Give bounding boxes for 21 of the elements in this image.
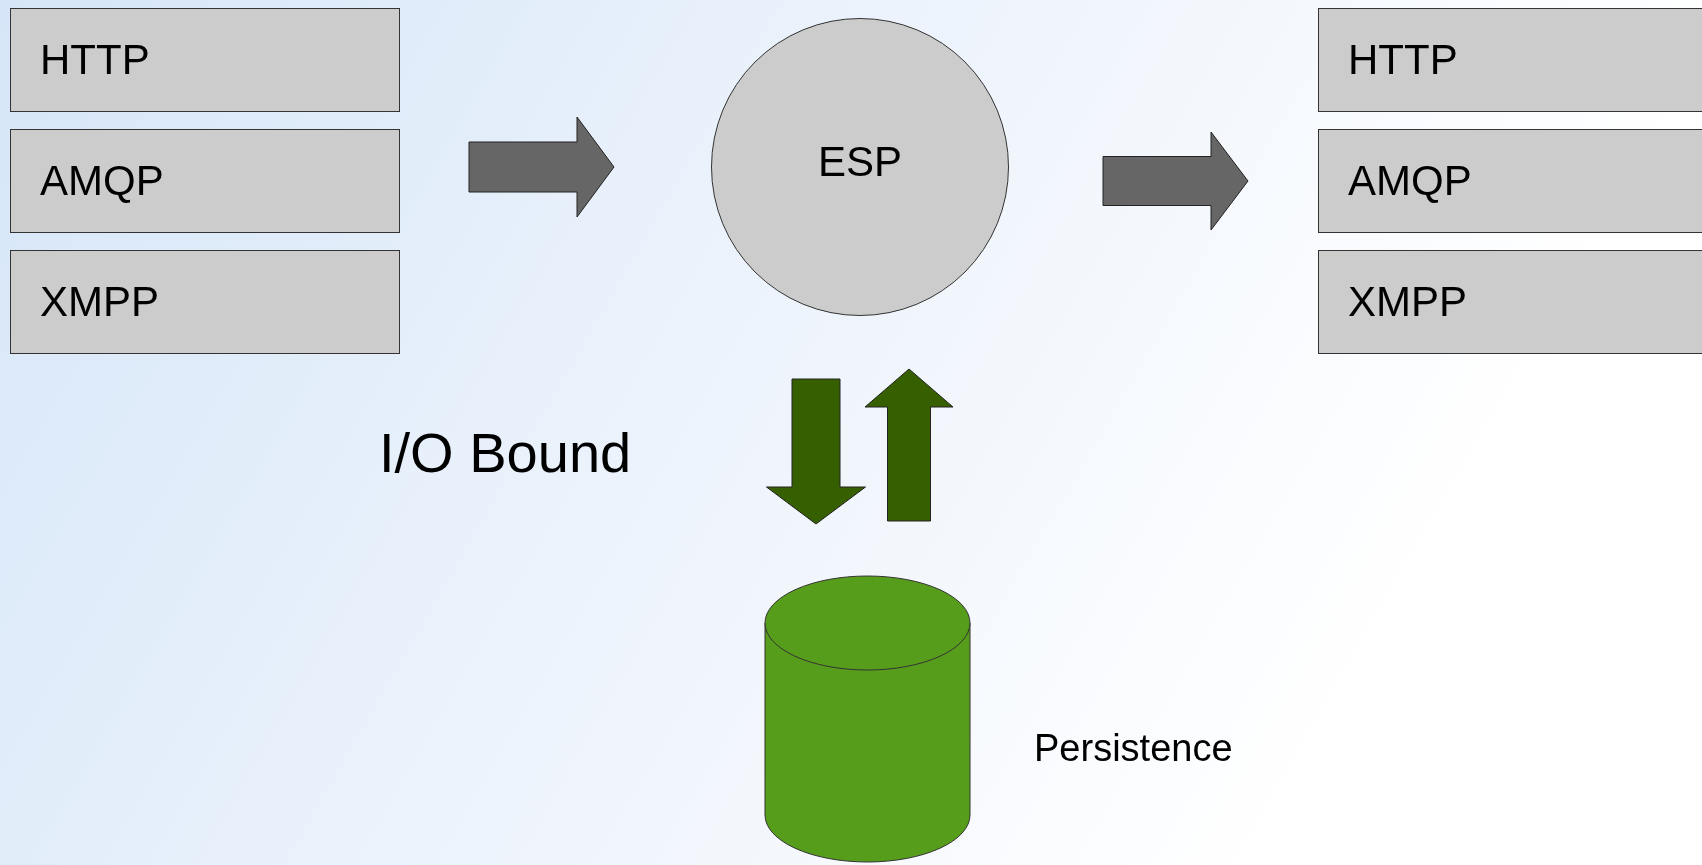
protocol-box [10, 8, 400, 112]
protocol-box [1318, 8, 1702, 112]
annotation-text: I/O Bound [379, 420, 632, 485]
node-label: HTTP [1348, 36, 1458, 84]
node-label: AMQP [40, 157, 164, 205]
protocol-box [10, 129, 400, 233]
node-label: XMPP [40, 278, 160, 326]
node-label: HTTP [40, 36, 150, 84]
database-cylinder [764, 575, 971, 863]
block-arrow [766, 378, 866, 525]
node-label: ESP [817, 138, 902, 187]
node-label: XMPP [1348, 278, 1468, 326]
processor-circle [711, 18, 1009, 316]
block-arrow [1102, 131, 1249, 231]
protocol-box [1318, 250, 1702, 354]
block-arrow [468, 116, 615, 218]
node-label: AMQP [1348, 157, 1472, 205]
protocol-box [1318, 129, 1702, 233]
block-arrow [864, 368, 954, 522]
node-caption: Persistence [1034, 727, 1233, 770]
protocol-box [10, 250, 400, 354]
